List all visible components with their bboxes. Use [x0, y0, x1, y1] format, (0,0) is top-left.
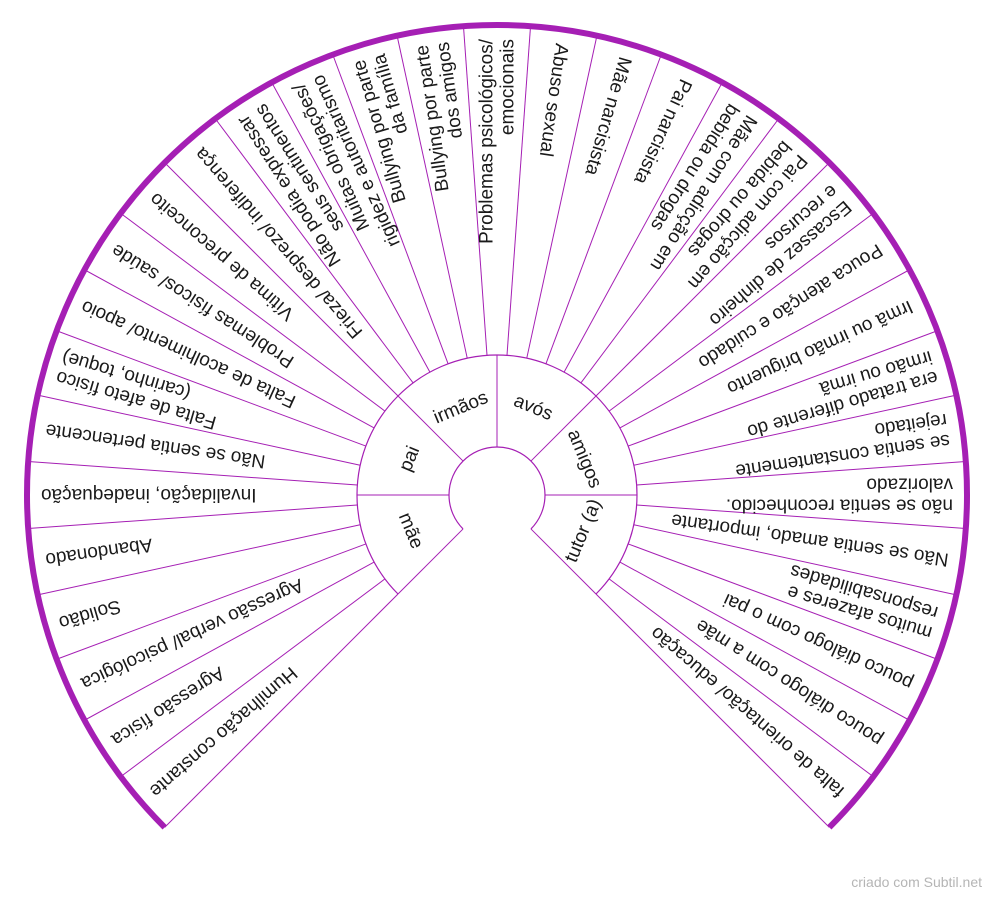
outer-divider [214, 118, 414, 384]
outer-label-line: Abandonado [44, 534, 154, 570]
outer-divider [636, 504, 966, 530]
outer-divider [506, 26, 532, 356]
outer-divider [56, 330, 367, 447]
outer-divider [633, 524, 957, 596]
outer-label-line: Solidão [56, 595, 123, 633]
inner-label: mãe [394, 510, 428, 552]
outer-divider [595, 593, 830, 828]
inner-label: amigos [563, 427, 606, 492]
outer-divider [396, 35, 468, 359]
outer-label: Problemas psicológicos/emocionais [477, 38, 519, 244]
inner-label: irmãos [430, 387, 491, 428]
outer-label-line: Invalidação, inadequação [41, 484, 257, 505]
outer-label: não se sentia reconhecido.valorizado [726, 474, 953, 516]
outer-divider [563, 82, 723, 373]
outer-label: Solidão [56, 595, 123, 633]
outer-divider [595, 162, 830, 397]
outer-label: Abandonado [44, 534, 154, 570]
outer-divider [84, 269, 375, 429]
inner-label: tutor (a) [561, 496, 606, 566]
outer-label-line: valorizado [866, 474, 953, 495]
outer-divider [608, 578, 874, 778]
credit-text: criado com Subtil.net [851, 874, 982, 890]
outer-divider [633, 394, 957, 466]
outer-divider [627, 543, 938, 660]
outer-label: Invalidação, inadequação [41, 484, 257, 505]
outer-label: Bullying por partedos amigos [412, 41, 475, 193]
outer-label-line: Problemas psicológicos/ [477, 38, 498, 244]
inner-divider [397, 528, 464, 595]
outer-divider [526, 35, 598, 359]
outer-label-line: não se sentia reconhecido. [726, 495, 953, 516]
outer-divider [462, 26, 488, 356]
outer-label: Não se sentia pertencente [44, 419, 267, 471]
outer-divider [636, 460, 966, 486]
inner-ring-arc [356, 354, 638, 595]
hub-arc [448, 446, 546, 530]
outer-divider [271, 82, 431, 373]
outer-divider [120, 212, 386, 412]
inner-divider [530, 395, 597, 462]
outer-label-line: Abuso sexual [535, 42, 572, 158]
outer-divider [37, 394, 361, 466]
outer-divider [28, 504, 358, 530]
inner-divider [397, 395, 464, 462]
outer-divider [164, 593, 399, 828]
outer-divider [164, 162, 399, 397]
outer-divider [37, 524, 361, 596]
outer-label-line: emocionais [498, 39, 519, 135]
outer-divider [84, 561, 375, 721]
outer-label-line: Não se sentia pertencente [44, 419, 267, 471]
outer-divider [120, 578, 386, 778]
outer-divider [580, 118, 780, 384]
outer-divider [28, 460, 358, 486]
outer-divider [545, 54, 662, 365]
inner-label: avós [511, 390, 556, 425]
outer-rim-arc [24, 22, 970, 830]
outer-divider [619, 269, 910, 429]
outer-divider [332, 54, 449, 365]
outer-divider [619, 561, 910, 721]
outer-divider [608, 212, 874, 412]
sector-dividers [28, 26, 966, 828]
inner-label: pai [395, 443, 424, 474]
inner-divider [530, 528, 597, 595]
outer-divider [56, 543, 367, 660]
outer-divider [627, 330, 938, 447]
outer-label: Abuso sexual [535, 42, 572, 158]
outer-label-line: Não se sentia amado, importante [670, 509, 950, 570]
outer-label: Não se sentia amado, importante [670, 509, 950, 570]
